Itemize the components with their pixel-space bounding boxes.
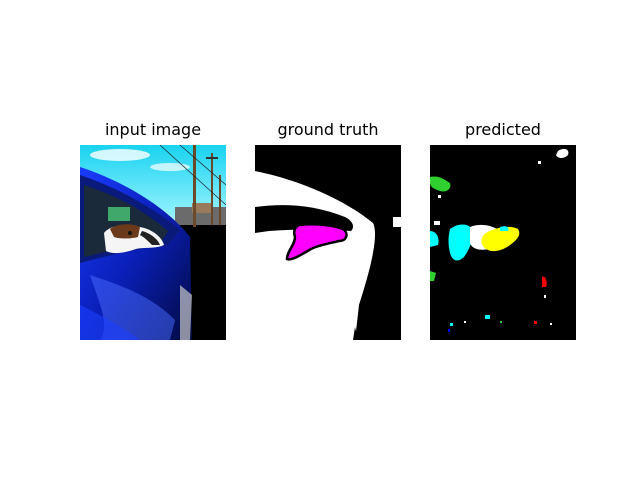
title-ground-truth: ground truth <box>277 120 379 139</box>
input-image-photo <box>80 145 226 340</box>
title-predicted: predicted <box>465 120 541 139</box>
predicted-mask <box>430 145 576 340</box>
predicted-panel <box>430 145 576 340</box>
ground-truth-panel <box>255 145 401 340</box>
input-image-panel <box>80 145 226 340</box>
title-input-image: input image <box>104 120 202 139</box>
ground-truth-mask <box>255 145 401 340</box>
